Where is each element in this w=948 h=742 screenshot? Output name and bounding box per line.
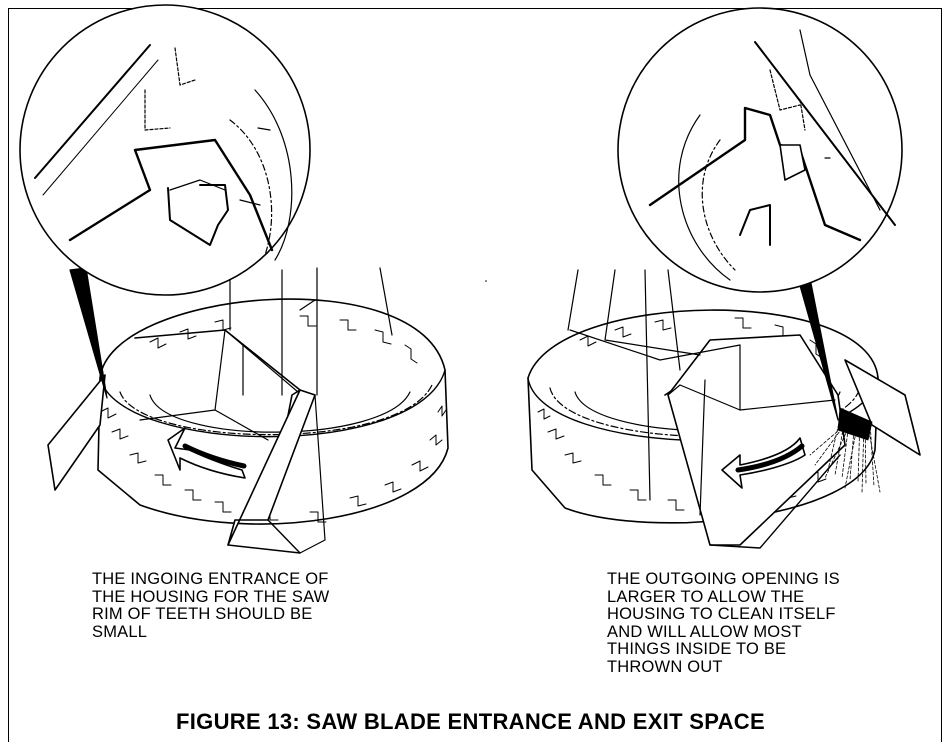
right-housing <box>567 269 846 549</box>
right-caption: THE OUTGOING OPENING IS LARGER TO ALLOW … <box>607 570 840 676</box>
right-fin <box>844 359 921 456</box>
right-saw-assembly <box>527 7 921 549</box>
left-detail-circle <box>19 4 311 296</box>
right-detail-circle <box>617 7 903 293</box>
dot-mark <box>485 280 487 282</box>
left-housing <box>134 264 393 554</box>
figure-frame <box>8 8 942 742</box>
right-debris-spray <box>809 407 881 493</box>
left-fin <box>47 374 106 491</box>
left-leader <box>69 267 108 399</box>
left-rotation-arrow-icon <box>167 427 247 479</box>
left-caption: THE INGOING ENTRANCE OF THE HOUSING FOR … <box>92 570 330 641</box>
figure-title: FIGURE 13: SAW BLADE ENTRANCE AND EXIT S… <box>176 709 765 734</box>
right-rotation-arrow-icon <box>721 437 806 489</box>
left-disk-body <box>97 298 449 525</box>
left-saw-assembly <box>19 4 449 554</box>
